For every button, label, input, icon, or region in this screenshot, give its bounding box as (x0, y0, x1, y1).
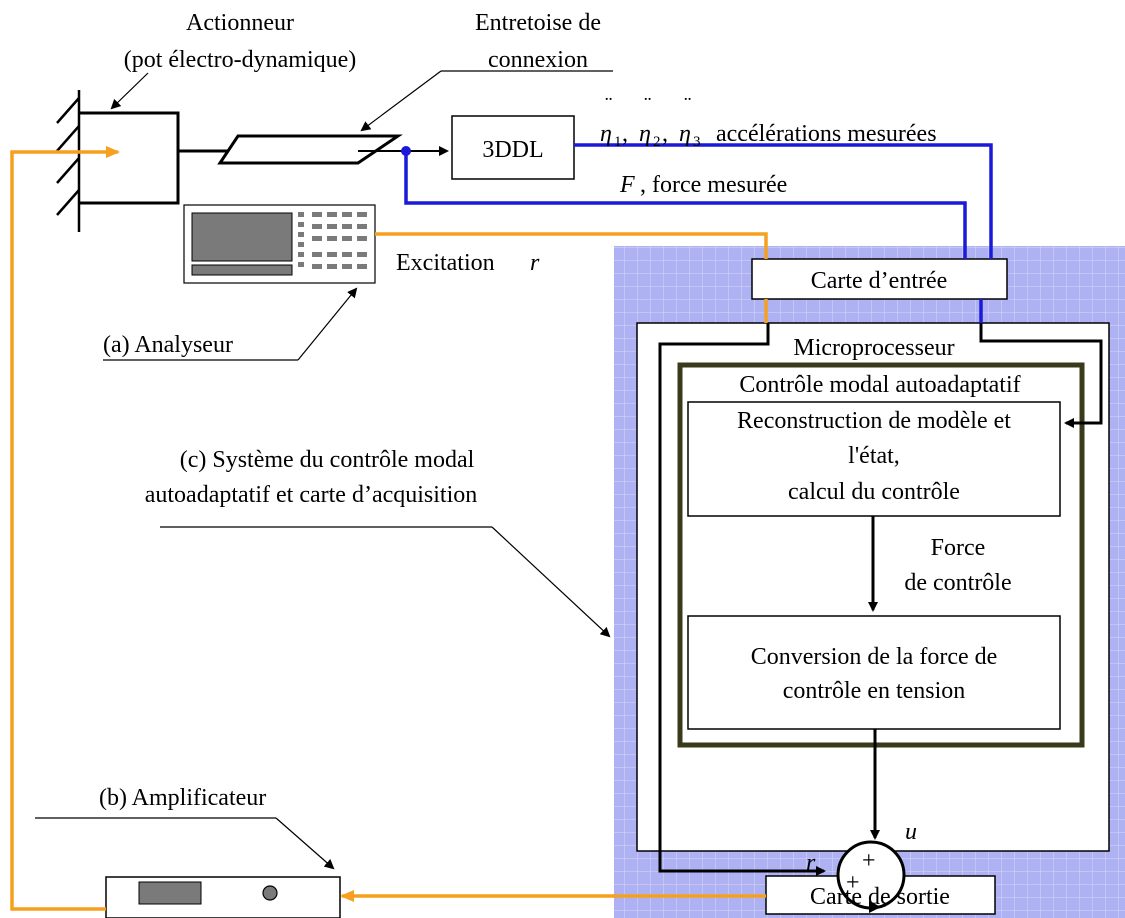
reconstruction-line-3: calcul du contrôle (788, 479, 960, 505)
analyzer-label: (a) Analyseur (103, 332, 233, 358)
plus-bottom: + (846, 870, 860, 896)
excitation-symbol: r (530, 250, 540, 276)
eta-3-dots: ¨ (684, 92, 691, 117)
reconstruction-line-1: Reconstruction de modèle et (737, 408, 1011, 434)
u-symbol: u (905, 819, 917, 845)
analyzer-pointer-arrow (297, 287, 358, 361)
fixed-wall (56, 90, 81, 232)
force-symbol: F (619, 172, 635, 198)
input-card-label: Carte d’entrée (811, 268, 948, 294)
eta-2-dots: ¨ (644, 92, 651, 117)
reconstruction-line-2: l'état, (848, 443, 900, 469)
actuator-pointer-arrow (110, 72, 149, 110)
adaptive-controller-label: Contrôle modal autoadaptatif (739, 372, 1020, 398)
eta-3-symbol: η (679, 121, 691, 147)
amplifier-label: (b) Amplificateur (99, 785, 266, 811)
reconstruction-box (687, 401, 1061, 517)
3ddl-label: 3DDL (482, 137, 543, 163)
conversion-line-2: contrôle en tension (783, 678, 966, 704)
plus-top: + (862, 848, 876, 874)
eta-1-subscript: 1 (614, 134, 622, 150)
r-symbol: r (806, 850, 816, 876)
measurement-to-reconstruction-line (979, 323, 1103, 428)
summation-junction (836, 840, 906, 910)
actuator-title: Actionneur (186, 10, 294, 36)
spacer-pointer-arrow (360, 70, 442, 132)
force-signal-line (404, 151, 967, 259)
acceleration-symbols: η ¨ 1 , η ¨ 2 , η ¨ 3 (600, 92, 701, 150)
eta-1-symbol: η (600, 121, 612, 147)
control-force-line-2: de contrôle (904, 570, 1011, 596)
system-label-line-1: (c) Système du contrôle modal (180, 447, 475, 473)
eta-2-symbol: η (639, 121, 651, 147)
input-card-box (751, 258, 1008, 300)
analyzer-device (183, 204, 376, 284)
system-pointer-arrow (491, 526, 611, 638)
eta-1-dots: ¨ (605, 92, 612, 117)
actuator-box (79, 111, 180, 205)
output-card-label: Carte de sortie (810, 884, 950, 910)
control-force-line-1: Force (931, 535, 986, 561)
excitation-label: Excitation (396, 250, 495, 276)
eta-3-subscript: 3 (693, 134, 701, 150)
connection-spacer (217, 134, 403, 165)
force-junction-dot (401, 146, 411, 156)
conversion-box (687, 615, 1061, 730)
eta-2-subscript: 2 (653, 134, 661, 150)
amplifier-device (105, 876, 341, 918)
accelerations-label: accélérations mesurées (716, 121, 937, 147)
actuator-subtitle: (pot électro-dynamique) (124, 47, 357, 73)
acceleration-signal-line (574, 143, 993, 259)
excitation-signal-line (375, 232, 768, 259)
spacer-subtitle: connexion (488, 47, 588, 73)
system-label-line-2: autoadaptatif et carte d’acquisition (145, 482, 478, 508)
microprocessor-label: Microprocesseur (793, 335, 954, 361)
eta-sep-1: , (622, 121, 628, 147)
amplifier-to-actuator-line (10, 146, 120, 911)
amplifier-pointer-arrow (275, 817, 335, 870)
spacer-title: Entretoise de (475, 10, 601, 36)
conversion-line-1: Conversion de la force de (751, 644, 998, 670)
3ddl-box (451, 115, 575, 180)
reference-signal-line (658, 323, 826, 876)
force-label: , force mesurée (640, 172, 787, 198)
eta-sep-2: , (662, 121, 668, 147)
